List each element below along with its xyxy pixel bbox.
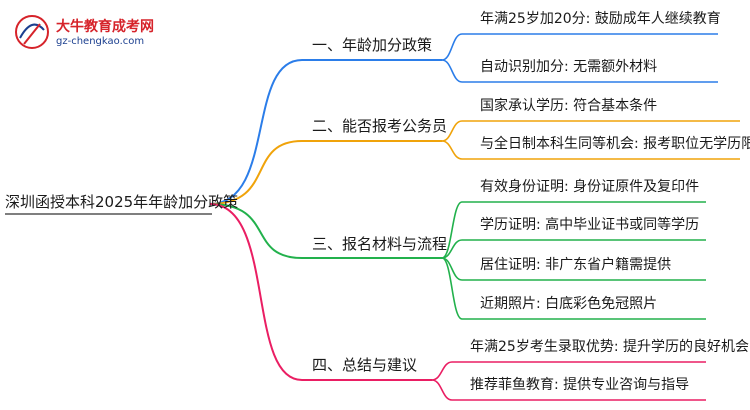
leaf-3-4-connector xyxy=(441,257,463,320)
leaf-2-2-connector xyxy=(441,140,463,160)
logo-mark xyxy=(15,15,49,49)
connectors xyxy=(5,33,740,401)
branch-3-connector xyxy=(209,203,303,259)
leaf-3-3: 居住证明: 非广东省户籍需提供 xyxy=(480,257,672,273)
leaf-3-4: 近期照片: 白底彩色免冠照片 xyxy=(480,296,658,312)
leaf-1-1-connector xyxy=(441,33,463,61)
leaf-3-2: 学历证明: 高中毕业证书或同等学历 xyxy=(480,217,700,233)
leaf-1-2: 自动识别加分: 无需额外材料 xyxy=(480,59,658,75)
leaf-4-1-connector xyxy=(431,361,453,381)
leaf-2-1: 国家承认学历: 符合基本条件 xyxy=(480,98,658,114)
logo-url: gz-chengkao.com xyxy=(56,36,145,47)
root-node: 深圳函授本科2025年年龄加分政策 xyxy=(5,193,239,211)
leaf-4-2-connector xyxy=(431,379,453,401)
leaf-3-1: 有效身份证明: 身份证原件及复印件 xyxy=(480,179,700,195)
branch-1: 一、年龄加分政策 xyxy=(312,36,433,54)
leaf-2-2: 与全日制本科生同等机会: 报考职位无学历限制 xyxy=(480,136,750,152)
leaf-1-2-connector xyxy=(441,59,463,83)
leaf-4-2: 推荐菲鱼教育: 提供专业咨询与指导 xyxy=(470,377,690,393)
branch-1-connector xyxy=(209,59,303,205)
leaf-1-1: 年满25岁加20分: 鼓励成年人继续教育 xyxy=(480,11,721,27)
branch-3: 三、报名材料与流程 xyxy=(312,235,448,253)
leaf-2-1-connector xyxy=(441,120,463,142)
branch-2-connector xyxy=(209,140,303,205)
branch-2: 二、能否报考公务员 xyxy=(312,117,448,135)
logo-name: 大牛教育成考网 xyxy=(56,19,154,35)
branch-4: 四、总结与建议 xyxy=(312,356,418,374)
logo: 大牛教育成考网 gz-chengkao.com xyxy=(10,12,180,52)
leaf-3-1-connector xyxy=(441,201,463,259)
leaf-3-2-connector xyxy=(441,239,463,259)
branch-4-connector xyxy=(209,203,303,381)
leaf-4-1: 年满25岁考生录取优势: 提升学历的良好机会 xyxy=(470,339,749,355)
